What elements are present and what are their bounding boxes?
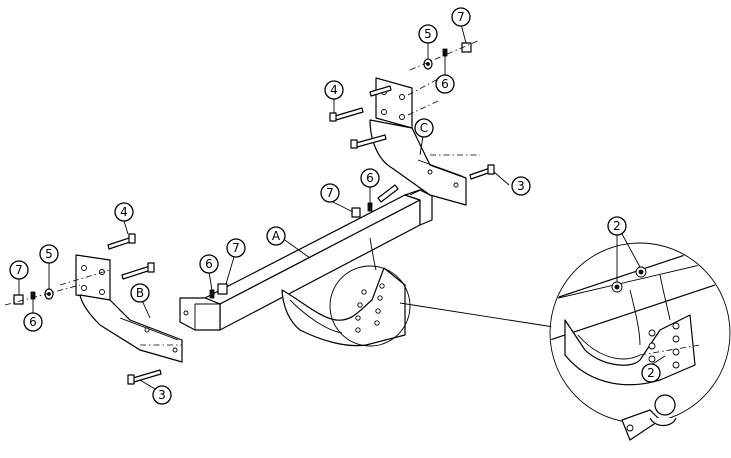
callout-7-top-right: 7 <box>451 7 471 27</box>
svg-text:5: 5 <box>45 247 53 261</box>
callout-3-bottom: 3 <box>152 385 172 405</box>
callout-5-top-right: 5 <box>418 24 438 44</box>
callout-a: A <box>266 226 286 246</box>
svg-text:7: 7 <box>326 186 334 200</box>
svg-text:4: 4 <box>120 205 128 219</box>
svg-text:6: 6 <box>29 315 37 329</box>
callout-6-middle: 6 <box>360 168 380 188</box>
svg-text:7: 7 <box>15 263 23 277</box>
svg-text:A: A <box>272 229 281 243</box>
detail-view <box>329 242 731 441</box>
tow-ball <box>621 394 677 441</box>
callout-b: B <box>130 283 150 303</box>
leader-lines <box>18 23 666 390</box>
callout-6-top-right: 6 <box>435 74 455 94</box>
side-bracket-b <box>59 254 183 363</box>
callout-2-detail-top: 2 <box>607 216 627 236</box>
svg-text:6: 6 <box>441 77 449 91</box>
svg-text:6: 6 <box>366 171 374 185</box>
svg-text:B: B <box>136 286 144 300</box>
callout-2-detail-bottom: 2 <box>641 363 661 383</box>
callout-6-front: 6 <box>199 254 219 274</box>
callout-6-left: 6 <box>23 312 43 332</box>
callout-3-right: 3 <box>511 176 531 196</box>
cross-tube-a <box>179 187 433 331</box>
callout-5-left: 5 <box>39 244 59 264</box>
svg-text:6: 6 <box>205 257 213 271</box>
callout-4-left: 4 <box>114 202 134 222</box>
svg-text:4: 4 <box>330 83 338 97</box>
svg-text:2: 2 <box>647 366 655 380</box>
callout-7-left: 7 <box>9 260 29 280</box>
svg-text:7: 7 <box>232 241 240 255</box>
svg-text:2: 2 <box>613 219 621 233</box>
side-bracket-c <box>369 77 480 206</box>
hitch-bracket <box>281 237 406 347</box>
callout-4-top: 4 <box>324 80 344 100</box>
callout-c: C <box>414 118 434 138</box>
callout-7-middle: 7 <box>320 183 340 203</box>
svg-text:7: 7 <box>457 10 465 24</box>
svg-text:3: 3 <box>517 179 525 193</box>
svg-text:3: 3 <box>158 388 166 402</box>
callout-7-front: 7 <box>226 238 246 258</box>
svg-text:C: C <box>420 121 428 135</box>
fasteners <box>4 39 495 385</box>
svg-text:5: 5 <box>424 27 432 41</box>
